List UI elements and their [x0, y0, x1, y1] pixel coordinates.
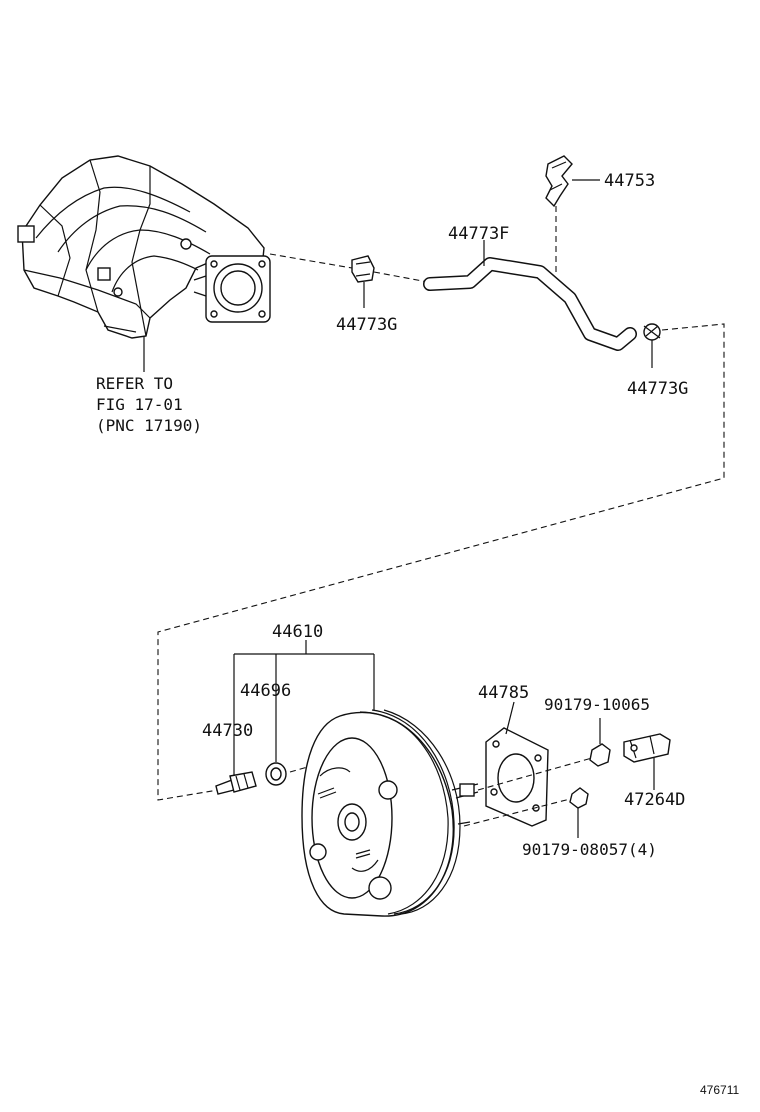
vacuum-hose-illustration [423, 257, 637, 351]
throttle-body-illustration [193, 255, 271, 323]
label-47264D[interactable]: 47264D [624, 790, 685, 810]
reference-note-line1: REFER TO [96, 374, 173, 393]
bracket-44610 [233, 640, 375, 776]
gasket-illustration [485, 727, 549, 827]
label-44773G-left[interactable]: 44773G [336, 315, 397, 335]
label-44785[interactable]: 44785 [478, 683, 529, 703]
label-44773F[interactable]: 44773F [448, 224, 509, 244]
dash-clip-to-hose [373, 271, 429, 283]
nut-08057-illustration [569, 787, 589, 809]
grommet-illustration [265, 762, 287, 786]
leader-44785 [505, 701, 515, 735]
illustration-id: 476711 [700, 1083, 739, 1097]
check-valve-illustration [215, 771, 257, 795]
reference-note-line2: FIG 17-01 [96, 395, 183, 414]
hose-clip-right-illustration [643, 323, 661, 341]
reference-note-line3: (PNC 17190) [96, 416, 202, 435]
hose-clip-left-illustration [351, 255, 375, 283]
label-44753[interactable]: 44753 [604, 171, 655, 191]
label-44730[interactable]: 44730 [202, 721, 253, 741]
label-44610[interactable]: 44610 [272, 622, 323, 642]
dash-booster-to-nut-lower [463, 797, 575, 827]
label-90179-08057[interactable]: 90179-08057(4) [522, 840, 657, 859]
intake-manifold-illustration [17, 155, 265, 339]
dash-throttle-to-clip [269, 253, 353, 269]
label-44696[interactable]: 44696 [240, 681, 291, 701]
dash-hose-to-booster [157, 323, 725, 801]
brake-booster-illustration [301, 709, 479, 917]
label-90179-10065[interactable]: 90179-10065 [544, 695, 650, 714]
nut-10065-illustration [589, 743, 611, 767]
hose-clamp-44753-illustration [545, 155, 573, 208]
label-44773G-right[interactable]: 44773G [627, 379, 688, 399]
bracket-47264D-illustration [623, 733, 671, 763]
